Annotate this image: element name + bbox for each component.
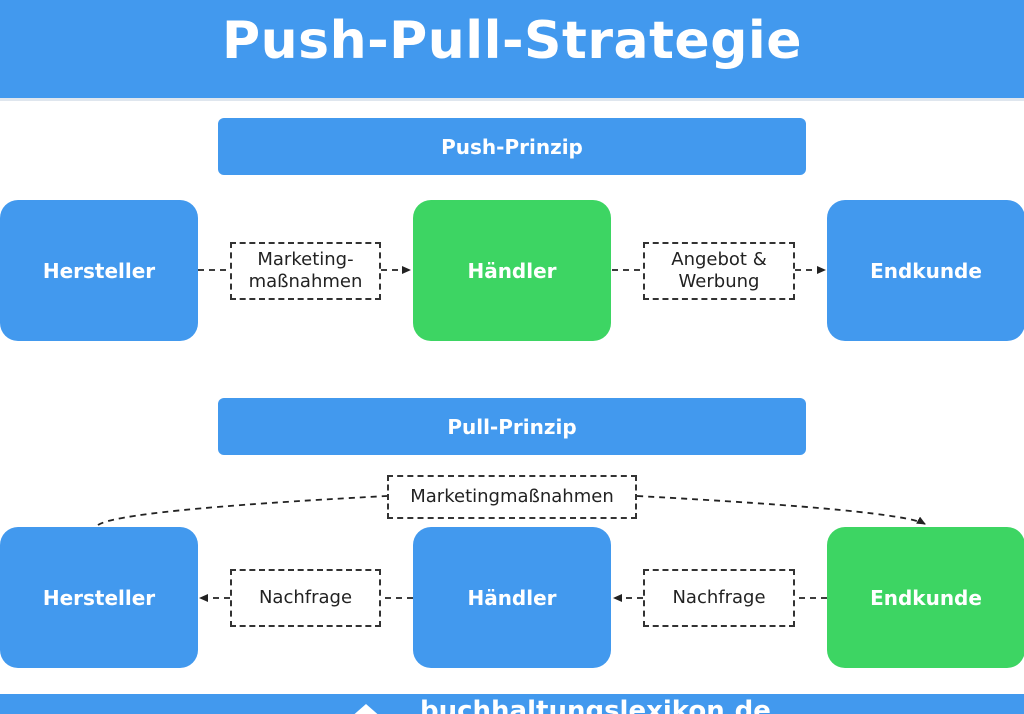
pull-node-hersteller: Hersteller — [0, 527, 198, 668]
pull-arc-right — [636, 495, 926, 525]
page-title: Push-Pull-Strategie — [221, 11, 803, 71]
push-label-marketing: Marketing- maßnahmen — [230, 242, 381, 300]
title-bar: Push-Pull-Strategie — [0, 0, 1024, 98]
push-node-haendler: Händler — [413, 200, 611, 341]
push-node-hersteller: Hersteller — [0, 200, 198, 341]
footer-bar: buchhaltungslexikon.de — [0, 694, 1024, 714]
title-divider — [0, 98, 1024, 101]
pull-node-haendler: Händler — [413, 527, 611, 668]
book-icon — [350, 704, 382, 714]
push-label-angebot-werbung: Angebot & Werbung — [643, 242, 795, 300]
pull-label-nachfrage-right: Nachfrage — [643, 569, 795, 627]
pull-banner: Pull-Prinzip — [218, 398, 806, 455]
pull-node-endkunde: Endkunde — [827, 527, 1024, 668]
pull-arc-left — [97, 495, 388, 526]
push-node-endkunde: Endkunde — [827, 200, 1024, 341]
footer-brand: buchhaltungslexikon.de — [420, 696, 771, 714]
pull-label-nachfrage-left: Nachfrage — [230, 569, 381, 627]
pull-label-marketing: Marketingmaßnahmen — [387, 475, 637, 519]
push-banner: Push-Prinzip — [218, 118, 806, 175]
